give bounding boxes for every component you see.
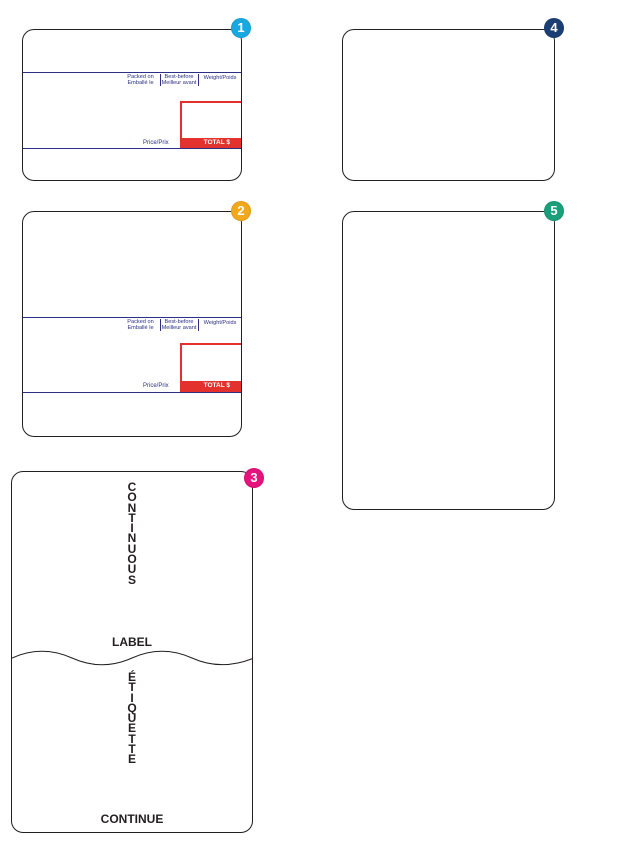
price-line — [23, 392, 241, 393]
best-before-header: Best-before Meilleur avant — [161, 74, 197, 86]
vertical-letter: U — [127, 711, 137, 726]
price-line — [23, 148, 241, 149]
packed-on-header: Packed on Emballé le — [127, 74, 154, 86]
vertical-letter: O — [127, 552, 137, 567]
vertical-letter: I — [130, 521, 134, 536]
vertical-letter: N — [127, 531, 137, 546]
vertical-letter: N — [127, 500, 137, 515]
weight-header: Weight/Poids — [203, 320, 237, 326]
badge-5: 5 — [544, 201, 564, 221]
weight-header: Weight/Poids — [203, 75, 237, 81]
vertical-letter: E — [127, 721, 136, 736]
label-2: Packed on Emballé le Best-before Meilleu… — [22, 211, 242, 437]
word-continue: CONTINUE — [100, 812, 164, 826]
label-5 — [342, 211, 555, 510]
column-separator — [198, 319, 199, 331]
vertical-letter: I — [130, 690, 134, 705]
price-label: Price/Prix — [143, 140, 169, 146]
vertical-letter: T — [128, 680, 136, 695]
word-label: LABEL — [112, 635, 152, 649]
header-line-top — [23, 317, 241, 318]
column-separator — [160, 74, 161, 86]
badge-3: 3 — [244, 468, 264, 488]
header-line-top — [23, 72, 241, 73]
wavy-cut-line — [12, 650, 252, 666]
column-separator — [198, 74, 199, 86]
vertical-letter: O — [127, 490, 137, 505]
label-4 — [342, 29, 555, 181]
badge-4: 4 — [544, 18, 564, 38]
vertical-letter: T — [128, 510, 136, 525]
vertical-letter: T — [128, 731, 136, 746]
vertical-letter: C — [127, 480, 137, 494]
vertical-letter: T — [128, 742, 136, 757]
total-bar: TOTAL $ — [180, 381, 241, 392]
badge-2: 2 — [231, 201, 251, 221]
label-1: Packed on Emballé le Best-before Meilleu… — [22, 29, 242, 181]
best-before-header: Best-before Meilleur avant — [161, 319, 197, 331]
vertical-letter: U — [127, 541, 137, 556]
badge-1: 1 — [231, 18, 251, 38]
vertical-letter: U — [127, 562, 137, 577]
vertical-letter: E — [127, 752, 136, 767]
vertical-letter: Q — [127, 700, 137, 715]
vertical-letter: S — [127, 572, 136, 587]
column-separator — [160, 319, 161, 331]
packed-on-header: Packed on Emballé le — [127, 319, 154, 331]
total-bar: TOTAL $ — [180, 138, 241, 148]
price-label: Price/Prix — [143, 383, 169, 389]
vertical-letter: É — [127, 670, 136, 684]
